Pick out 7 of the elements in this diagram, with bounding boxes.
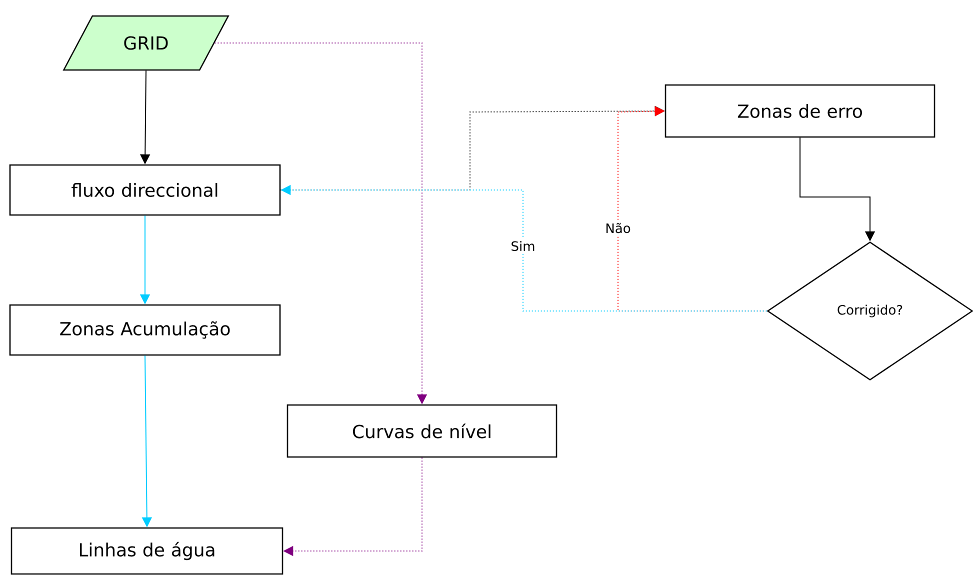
process-box: Zonas de erro: [664, 84, 936, 138]
process-box: Curvas de nível: [286, 404, 558, 458]
edge-label: Não: [602, 220, 634, 236]
edge-label: Sim: [508, 238, 538, 254]
process-box: Zonas Acumulação: [9, 304, 281, 356]
process-box: fluxo direccional: [9, 164, 281, 216]
process-box: Linhas de água: [10, 527, 284, 575]
